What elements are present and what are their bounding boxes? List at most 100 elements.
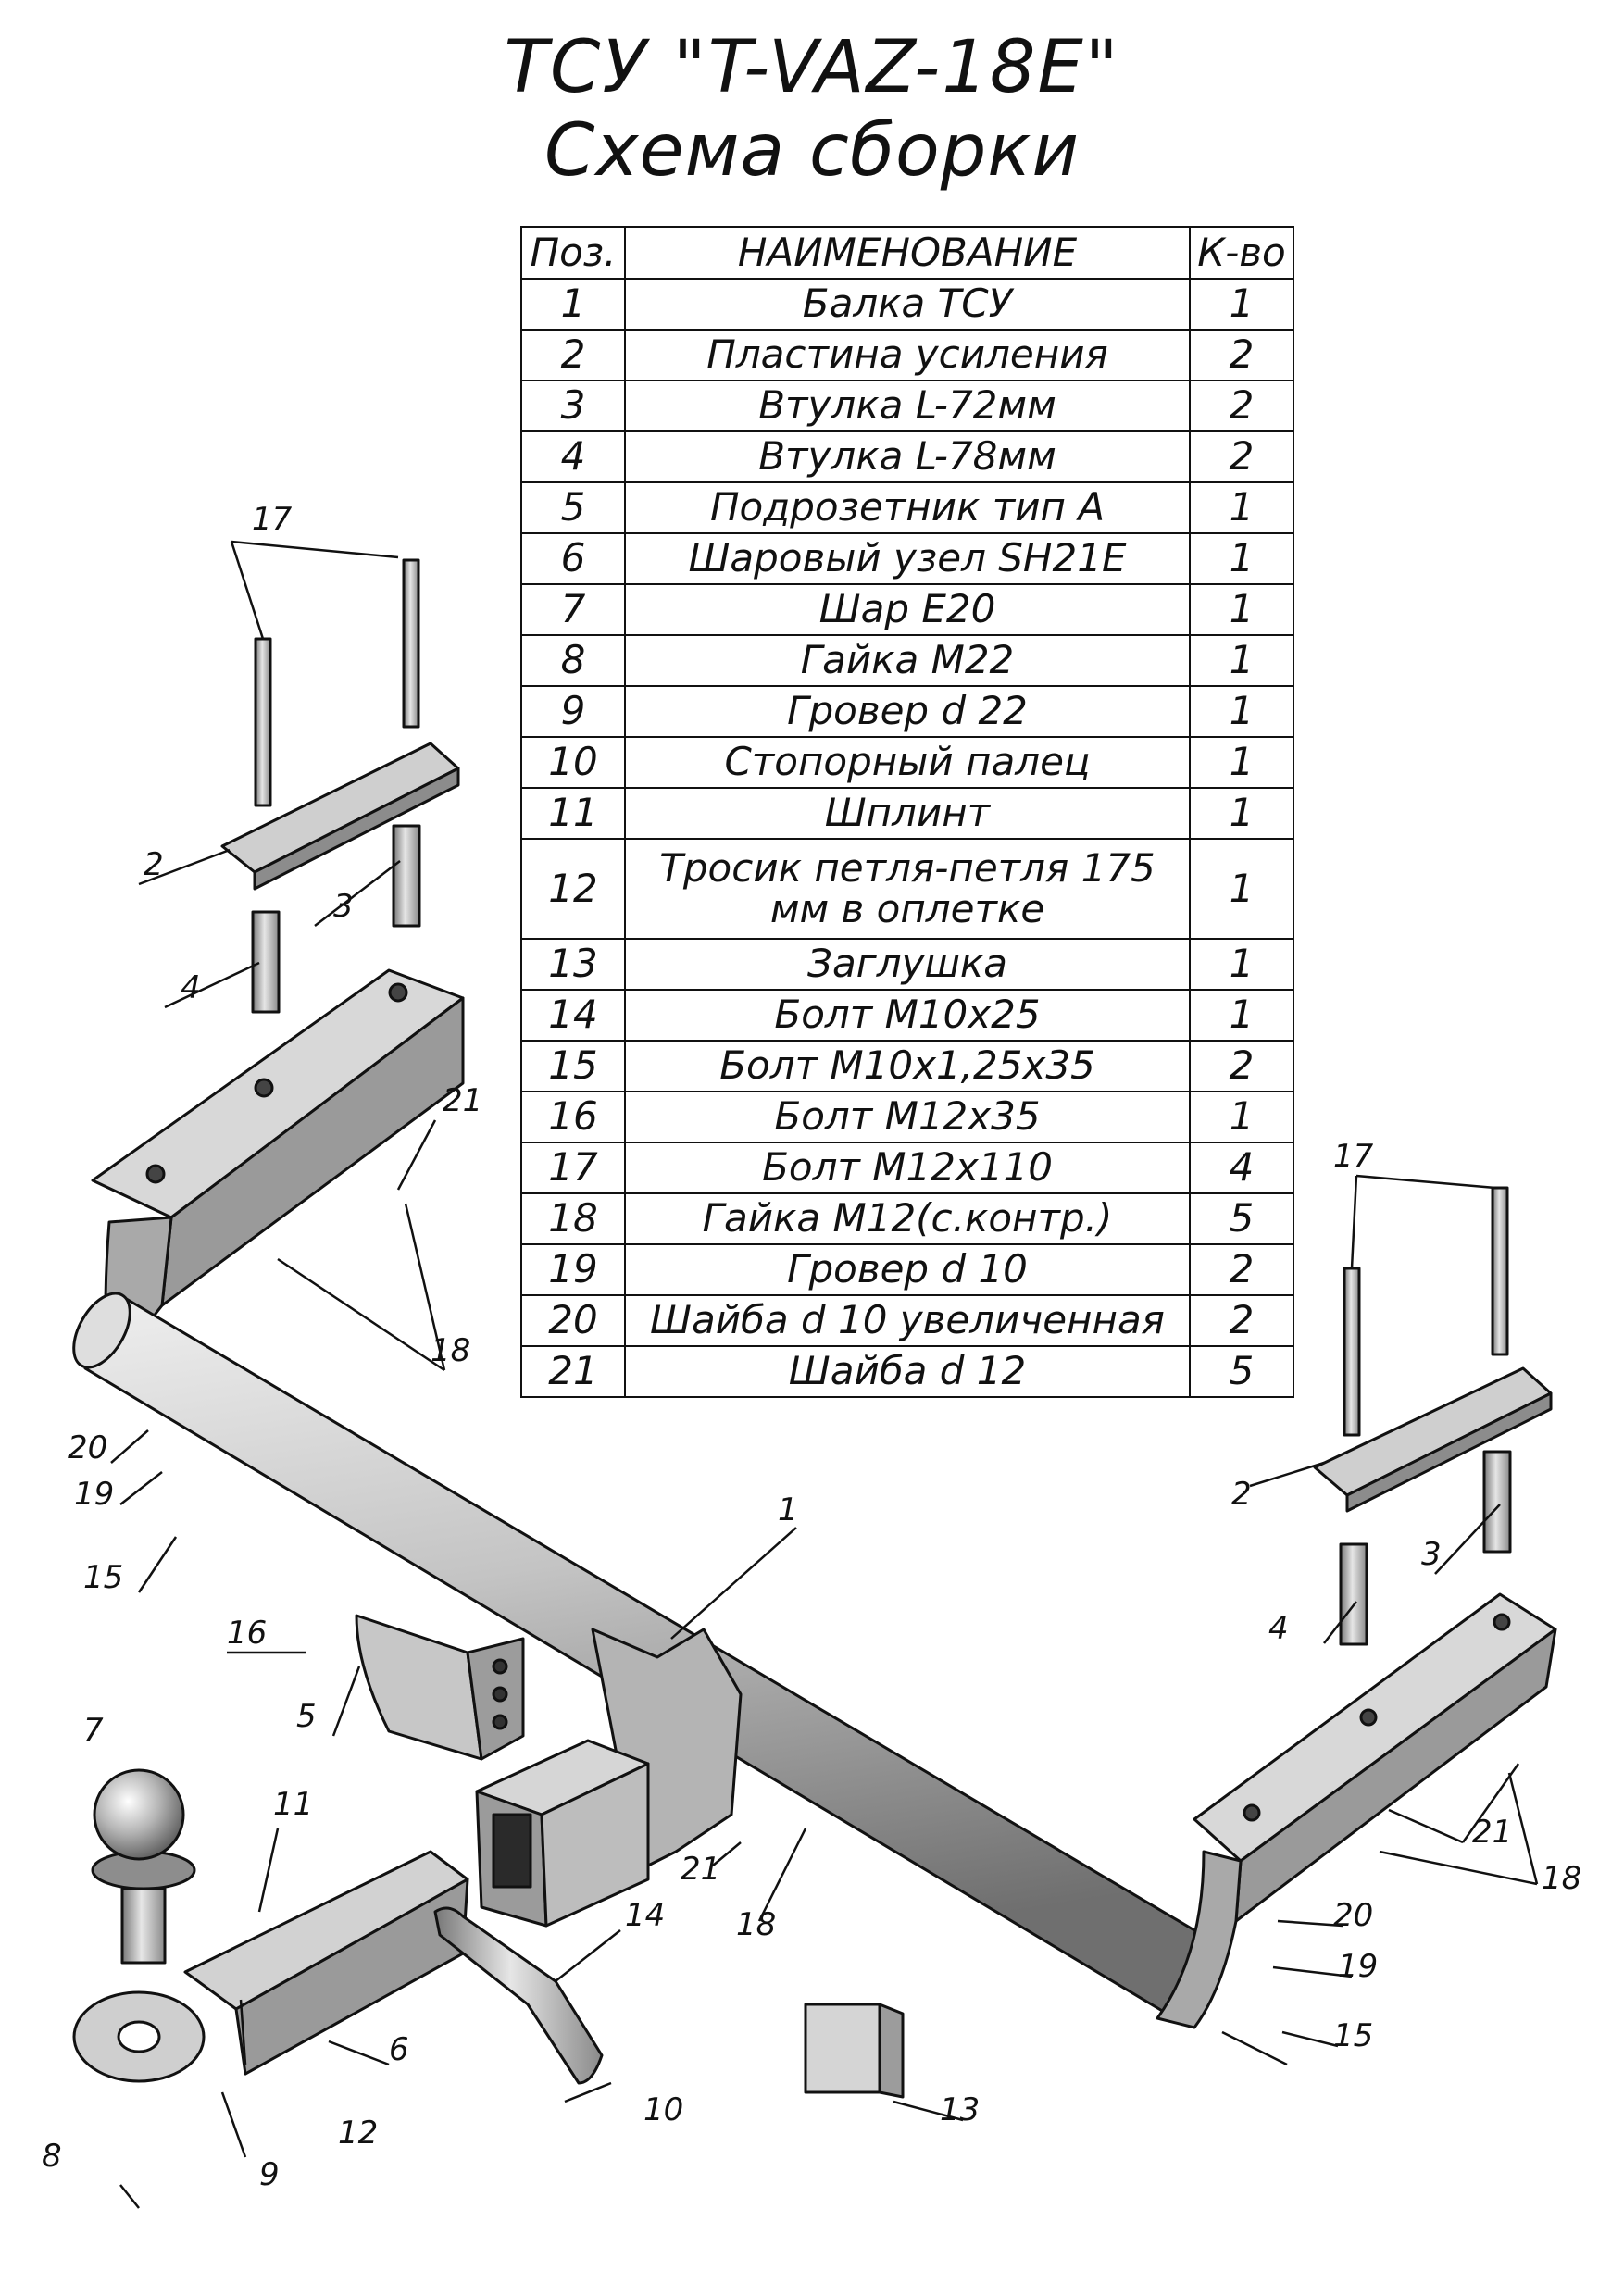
callout-16: 16 [227,1615,267,1652]
row-pos: 5 [520,481,626,534]
left-bushing-72 [392,824,421,928]
row-qty: 1 [1189,481,1294,534]
row-name: Шплинт [624,787,1191,840]
socket-bracket [355,1614,525,1761]
callout-17-right: 17 [1333,1138,1374,1175]
tow-ball [91,1768,196,1965]
callout-21-right: 21 [1472,1814,1512,1851]
row-name: Болт М12х35 [624,1091,1191,1143]
row-qty: 2 [1189,380,1294,432]
callout-4-right: 4 [1268,1610,1289,1647]
row-qty: 2 [1189,430,1294,483]
diagram-subtitle: Схема сборки [543,109,1081,193]
row-name: Подрозетник тип А [624,481,1191,534]
ball-mount [72,1850,469,2083]
row-pos: 15 [520,1040,626,1092]
right-bolt-a [1343,1267,1361,1437]
row-name: Шар Е20 [624,583,1191,636]
row-qty: 5 [1189,1192,1294,1245]
callout-18-left: 18 [431,1332,470,1369]
row-qty: 1 [1189,989,1294,1042]
row-qty: 2 [1189,1294,1294,1347]
row-qty: 1 [1189,787,1294,840]
row-name: Болт М12х110 [624,1142,1191,1194]
right-bushing-72 [1482,1450,1512,1554]
row-pos: 4 [520,430,626,483]
row-name: Гровер d 10 [624,1243,1191,1296]
row-pos: 8 [520,634,626,687]
callout-19-left: 19 [74,1476,114,1513]
row-qty: 1 [1189,532,1294,585]
callout-20-left: 20 [68,1429,107,1466]
header-qty: К-во [1189,226,1294,280]
callout-20-right: 20 [1333,1897,1373,1934]
left-bushing-78 [251,910,281,1014]
row-pos: 16 [520,1091,626,1143]
callout-15-left: 15 [83,1559,123,1596]
row-name: Шайба d 10 увеличенная [624,1294,1191,1347]
row-pos: 20 [520,1294,626,1347]
callout-7: 7 [83,1712,104,1749]
row-pos: 6 [520,532,626,585]
row-qty: 1 [1189,838,1294,940]
row-qty: 2 [1189,329,1294,381]
callout-labels: 17 2 3 4 21 18 1 20 19 15 16 5 7 11 21 1… [42,501,1581,2193]
callout-2-right: 2 [1231,1476,1252,1513]
row-name: Балка ТСУ [624,278,1191,331]
row-pos: 7 [520,583,626,636]
callout-3-left: 3 [333,888,354,925]
callout-4-left: 4 [181,969,201,1006]
left-reinforcement-plate [220,742,460,891]
row-name: Тросик петля-петля 175 мм в оплетке [624,838,1191,940]
callout-21-mid: 21 [443,1082,482,1119]
row-pos: 13 [520,938,626,991]
row-pos: 14 [520,989,626,1042]
row-name: Гайка М22 [624,634,1191,687]
row-name: Шайба d 12 [624,1345,1191,1398]
callout-15-right: 15 [1333,2017,1373,2054]
row-pos: 2 [520,329,626,381]
row-pos: 11 [520,787,626,840]
row-name: Втулка L-72мм [624,380,1191,432]
callout-1: 1 [778,1491,798,1529]
row-pos: 12 [520,838,626,940]
callout-6: 6 [389,2031,409,2068]
row-name: Болт М10х25 [624,989,1191,1042]
row-pos: 19 [520,1243,626,1296]
row-name: Заглушка [624,938,1191,991]
leader-lines [110,540,1539,2209]
callout-2-left: 2 [144,846,164,883]
left-bolt-a [254,637,272,807]
row-pos: 9 [520,685,626,738]
hitch-receiver [475,1628,743,1928]
row-qty: 2 [1189,1243,1294,1296]
callout-8: 8 [42,2138,62,2175]
diagram-title: ТСУ "T-VAZ-18E" [504,26,1120,109]
right-reinforcement-plate [1313,1366,1553,1513]
row-qty: 1 [1189,736,1294,789]
header-name: НАИМЕНОВАНИЕ [624,226,1191,280]
row-name: Гровер d 22 [624,685,1191,738]
callout-12: 12 [338,2115,378,2152]
row-pos: 18 [520,1192,626,1245]
callout-19-right: 19 [1338,1948,1378,1985]
